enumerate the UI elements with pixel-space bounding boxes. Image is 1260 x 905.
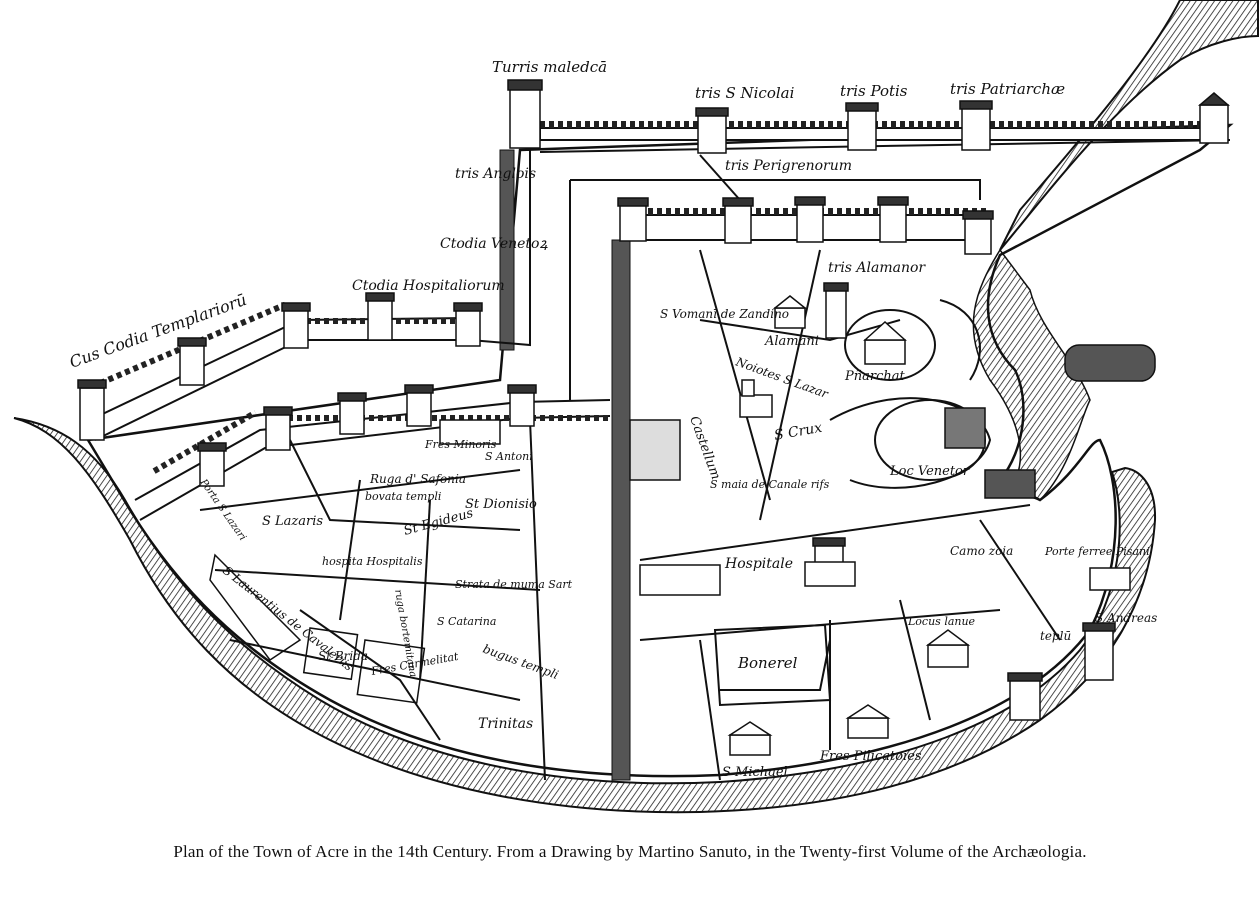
label-s-michael: S Michael [722,765,788,780]
venetian-castle [944,407,986,449]
tower-inner-wall-5 [507,384,537,427]
tower-inner-2 [722,197,754,244]
label-ctodia-venetorum: Ctodia Venetoꝝ [440,236,548,252]
label-patriarchat: Pñarchat [844,369,905,384]
castellum-building [629,419,681,481]
label-st-brida: St Brida [318,649,368,663]
buildings [209,295,1156,756]
tower-inner-5 [962,210,994,255]
fres-minoris-building [439,419,501,445]
label-alamani: Alamani [764,334,819,349]
venetian-tower [984,469,1036,499]
label-s-catarina: S Catarina [437,615,496,628]
tower-wall-1 [177,337,207,386]
tower-inner-wall-3 [337,392,367,435]
label-tris-peregrinorum: tris Perigrenorum [725,158,852,174]
label-bovata-templi: bovata templi [365,490,441,503]
label-ctodia-hospitaliorum: Ctodia Hospitaliorum [352,278,505,294]
label-tris-anglois: tris Anglois [455,166,536,182]
label-locus-lanue: Locus lanue [907,615,976,628]
tower-wall-2 [281,302,311,349]
hospitale-building [639,564,721,596]
church-patriarchat [863,320,907,365]
tower-templariorum [77,379,107,441]
church-s-michael [727,721,773,756]
tower-inner-wall-2 [263,406,293,451]
tower-end [1197,92,1231,144]
carmelitae-block [356,639,426,704]
label-fres-minoris: Fres Minoris [424,438,497,451]
tower-wall-3 [453,302,483,347]
label-ruga-de-sasonia: Ruga d' Safonia [369,472,466,486]
s-laurentius-block [209,553,302,662]
label-hospita-hospitalis: hospita Hospitalis [322,555,423,568]
label-hospitale: Hospitale [724,556,793,572]
label-st-dionisio: St Dionisio [465,497,537,512]
church-pilicatoies [845,704,891,739]
tower-patriarchae [959,100,993,151]
hospitale-house [804,561,856,587]
tower-hospitaliorum [365,292,395,341]
label-tris-alamanor: tris Alamanor [828,260,926,276]
tower-maledicta [507,79,543,149]
tower-s-andreas [1082,622,1116,681]
label-trinitas: Trinitas [478,716,533,732]
label-tris-patriarchae: tris Patriarchæ [950,80,1065,98]
label-tris-s-nicolai: tris S Nicolai [695,84,795,102]
label-loc-venetor: Loc Venetor [889,464,970,479]
label-s-andreas: S Andreas [1095,611,1157,625]
patriarch-enclosure [844,309,936,381]
plate-caption: Plan of the Town of Acre in the 14th Cen… [173,842,1087,861]
harbor-tower [1064,344,1156,382]
pisani-castle [1089,567,1131,591]
locus-lanue-building [925,629,971,668]
label-camo-zoia: Camo zoia [950,544,1013,558]
tower-alamanor [823,282,849,339]
label-s-maria-de-canale: S maia de Canale rifs [710,478,830,491]
label-turris-maledicta: Turris maledcā [492,58,607,76]
label-s-vomani: S Vomanī de Zandino [660,307,789,321]
label-boneret: Bonerel [737,654,798,672]
label-tris-potis: tris Potis [840,82,908,100]
streets [199,154,1061,781]
st-brida-block [302,627,359,681]
tower-inner-4 [877,196,909,243]
label-fres-pilicatoies: Fres Pilicatoies [819,749,922,764]
tower-inner-wall-1 [197,442,227,487]
church-alamani [772,295,808,329]
boneret-block [713,623,832,707]
label-templu: teplū [1040,629,1071,643]
label-st-egideus: St Egideus [402,506,475,539]
tower-inner-3 [794,196,826,243]
tower-inner-wall-4 [404,384,434,427]
tower-s-nicolai [695,107,729,154]
church-s-lazar [739,379,773,418]
label-s-antoni: S Antoni [485,450,533,463]
label-strata-de-muma-sart: Strata de muma Sart [455,578,573,591]
tower-inner-1 [617,197,649,242]
label-porte-ferree-pisani: Porte ferree Pisani [1044,545,1150,558]
label-castellum: Castellum [686,414,723,481]
coastline-south [13,417,1157,814]
label-bugus-templi: bugus templi [481,642,561,682]
tower-potis [845,102,879,151]
tower-templu [1007,672,1043,721]
label-s-lazaris: S Lazaris [262,514,323,529]
